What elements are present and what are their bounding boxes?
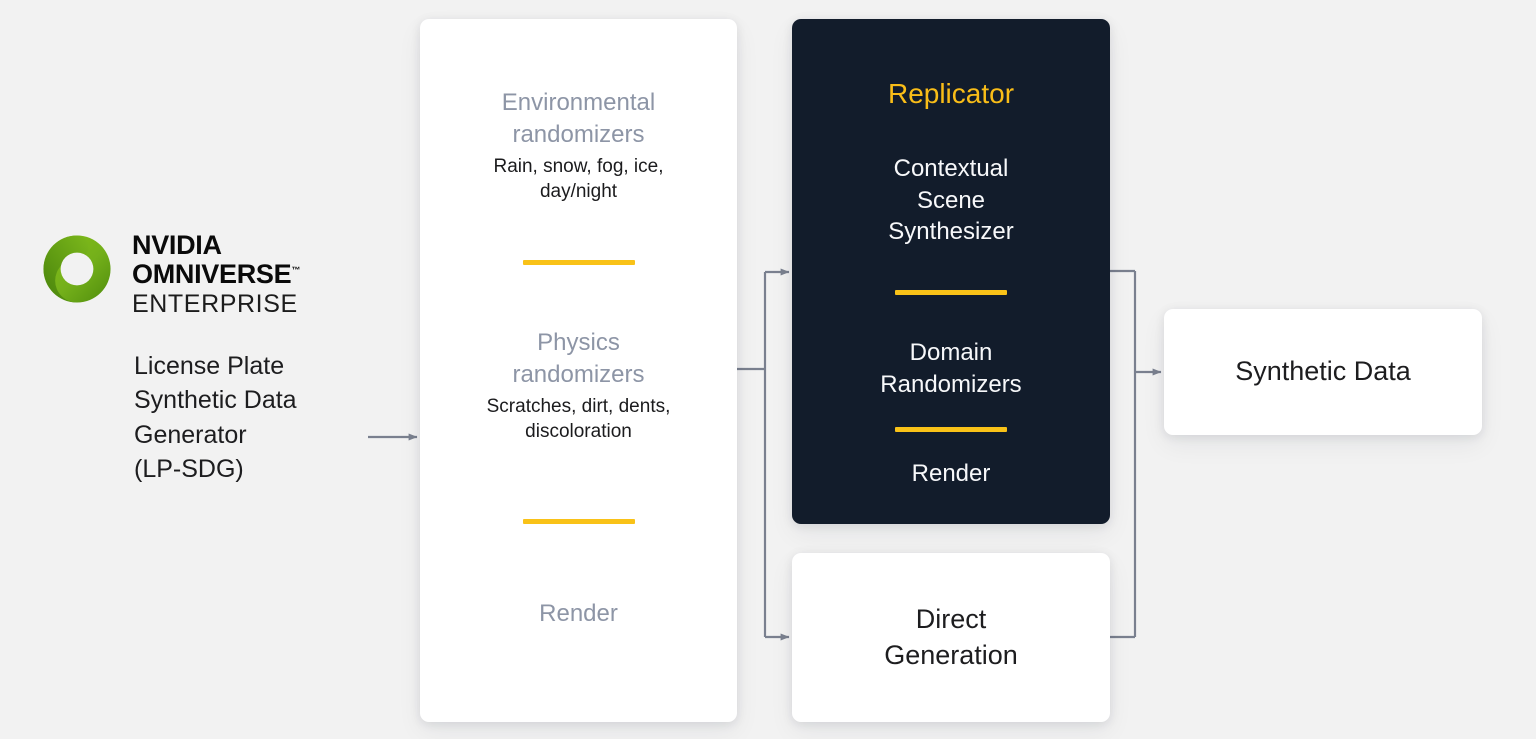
replicator-title: Replicator xyxy=(887,78,1015,109)
connector-randomizers-split xyxy=(737,268,790,641)
spacer xyxy=(420,524,737,598)
synthetic-data-card: Synthetic Data xyxy=(1164,309,1482,435)
replicator-item-domain-randomizers: Domain Randomizers xyxy=(792,337,1110,401)
wordmark-enterprise: ENTERPRISE xyxy=(132,290,298,319)
divider-4 xyxy=(895,427,1007,433)
divider-3 xyxy=(895,290,1007,296)
direct-generation-card: Direct Generation xyxy=(792,553,1110,722)
connector-merge-to-synthetic-data xyxy=(1110,269,1162,639)
spacer xyxy=(792,248,1110,290)
randomizers-card: Environmental randomizers Rain, snow, fo… xyxy=(420,19,737,722)
spacer xyxy=(792,111,1110,153)
brand-caption: License Plate Synthetic Data Generator (… xyxy=(134,351,297,484)
spacer xyxy=(792,295,1110,337)
wordmark-omniverse: OMNIVERSE™ xyxy=(132,258,301,289)
section-render: Render xyxy=(420,598,737,630)
spacer xyxy=(792,401,1110,427)
brand-wordmark: NVIDIA OMNIVERSE™ ENTERPRISE xyxy=(132,228,300,319)
direct-generation-label: Direct Generation xyxy=(884,604,1018,670)
environmental-randomizers-heading: Environmental randomizers xyxy=(501,89,656,148)
divider-2 xyxy=(522,518,635,524)
synthetic-data-label: Synthetic Data xyxy=(1235,356,1411,387)
spacer xyxy=(420,265,737,327)
domain-randomizers-label: Domain Randomizers xyxy=(880,339,1022,399)
brand-lockup: NVIDIA OMNIVERSE™ ENTERPRISE xyxy=(38,228,378,319)
nvidia-omniverse-mark-icon xyxy=(43,235,111,303)
render-heading: Render xyxy=(539,599,618,627)
physics-randomizers-heading: Physics randomizers xyxy=(512,329,645,389)
replicator-item-contextual-scene-synthesizer: Contextual Scene Synthesizer xyxy=(792,153,1110,249)
replicator-render-label: Render xyxy=(911,460,991,488)
section-environmental-randomizers: Environmental randomizers Rain, snow, fo… xyxy=(420,87,737,204)
replicator-title-wrap: Replicator xyxy=(792,77,1110,111)
replicator-card: Replicator Contextual Scene Synthesizer … xyxy=(792,19,1110,524)
spacer xyxy=(420,445,737,519)
section-physics-randomizers: Physics randomizers Scratches, dirt, den… xyxy=(420,327,737,444)
divider-1 xyxy=(522,260,635,266)
spacer xyxy=(792,432,1110,458)
environmental-randomizers-subtext: Rain, snow, fog, ice, day/night xyxy=(493,155,664,203)
contextual-scene-synthesizer-label: Contextual Scene Synthesizer xyxy=(888,154,1014,246)
replicator-item-render: Render xyxy=(792,458,1110,490)
spacer xyxy=(420,204,737,260)
wordmark-omniverse-text: OMNIVERSE xyxy=(132,258,292,289)
physics-randomizers-subtext: Scratches, dirt, dents, discoloration xyxy=(486,396,671,443)
trademark-symbol: ™ xyxy=(291,264,301,275)
wordmark-nvidia: NVIDIA xyxy=(132,230,222,260)
brand-block: NVIDIA OMNIVERSE™ ENTERPRISE License Pla… xyxy=(38,228,378,487)
